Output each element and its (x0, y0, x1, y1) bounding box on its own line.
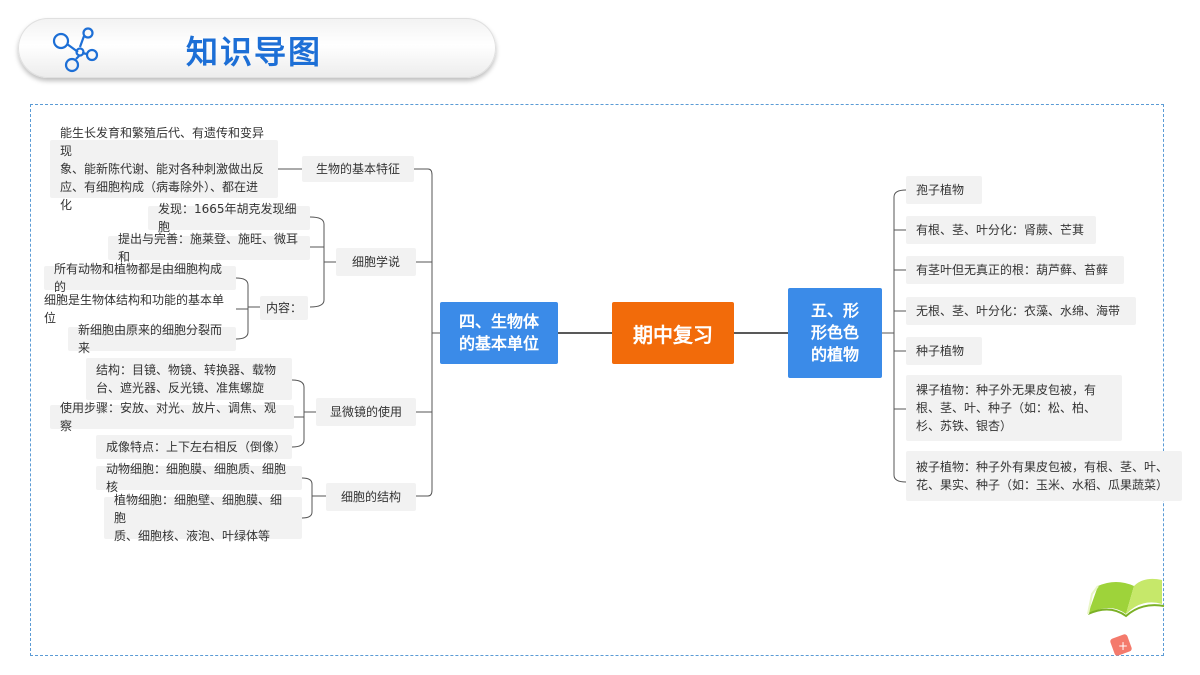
leaf-animal-cell: 动物细胞：细胞膜、细胞质、细胞核 (96, 462, 302, 494)
leaf-spore-plants: 孢子植物 (906, 176, 982, 204)
leaf-microscope-imaging: 成像特点：上下左右相反（倒像） (96, 435, 292, 459)
subtopic-contents: 内容： (260, 296, 308, 320)
leaf-cell-theory-proposers: 提出与完善：施莱登、施旺、微耳和 (108, 232, 310, 264)
molecule-icon (52, 27, 99, 73)
svg-text:+: + (1118, 639, 1128, 653)
open-book-icon: + (1087, 578, 1165, 656)
leaf-cell-discovery: 发现：1665年胡克发现细胞 (148, 202, 310, 234)
leaf-angiosperms: 被子植物：种子外有果皮包被，有根、茎、叶、 花、果实、种子（如：玉米、水稻、瓜果… (906, 451, 1182, 501)
leaf-ferns: 有根、茎、叶分化：肾蕨、芒萁 (906, 216, 1096, 244)
leaf-cell-theory-content-2: 细胞是生物体结构和功能的基本单位 (34, 293, 236, 325)
page-title: 知识导图 (186, 33, 323, 71)
mindmap-frame (30, 104, 1164, 656)
leaf-microscope-steps: 使用步骤：安放、对光、放片、调焦、观察 (50, 401, 294, 433)
leaf-biological-features: 能生长发育和繁殖后代、有遗传和变异现 象、能新陈代谢、能对各种刺激做出反 应、有… (50, 126, 278, 212)
leaf-mosses: 有茎叶但无真正的根：葫芦藓、苔藓 (906, 256, 1124, 284)
topic-cell-theory: 细胞学说 (336, 248, 416, 276)
leaf-cell-theory-content-1: 所有动物和植物都是由细胞构成的 (44, 262, 236, 294)
header-banner (18, 18, 496, 78)
topic-biological-features: 生物的基本特征 (302, 156, 414, 182)
leaf-plant-cell: 植物细胞：细胞壁、细胞膜、细胞 质、细胞核、液泡、叶绿体等 (104, 493, 302, 543)
leaf-algae: 无根、茎、叶分化：衣藻、水绵、海带 (906, 297, 1136, 325)
leaf-seed-plants: 种子植物 (906, 337, 982, 365)
topic-microscope: 显微镜的使用 (316, 398, 416, 426)
leaf-microscope-structure: 结构：目镜、物镜、转换器、载物 台、遮光器、反光镜、准焦螺旋 (86, 358, 292, 400)
branch-node-plants: 五、形 形色色 的植物 (788, 288, 882, 378)
leaf-gymnosperms: 裸子植物：种子外无果皮包被，有 根、茎、叶、种子（如：松、柏、 杉、苏铁、银杏） (906, 375, 1122, 441)
branch-node-cell: 四、生物体 的基本单位 (440, 302, 558, 364)
root-node: 期中复习 (612, 302, 734, 364)
topic-cell-structure: 细胞的结构 (326, 483, 416, 511)
leaf-cell-theory-content-3: 新细胞由原来的细胞分裂而来 (68, 323, 236, 355)
